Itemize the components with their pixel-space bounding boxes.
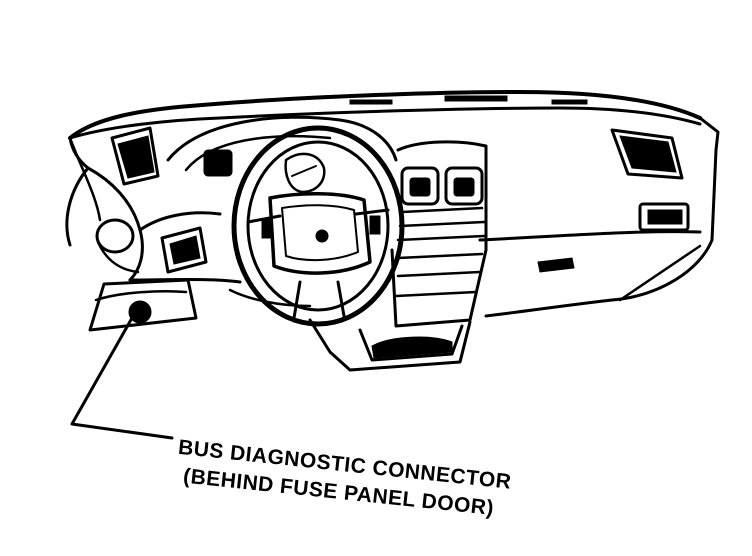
callout-label: BUS DIAGNOSTIC CONNECTOR (BEHIND FUSE PA… [177, 436, 512, 520]
diagnostic-connector-marker [128, 300, 152, 324]
passenger-dash [478, 148, 718, 318]
left-pillar [65, 136, 144, 282]
lower-console [228, 288, 472, 372]
callout-leader-line [70, 316, 174, 440]
left-upper-vent [110, 126, 160, 186]
right-upper-vent [610, 128, 684, 180]
instrument-cluster [166, 115, 398, 194]
defroster-slots [349, 95, 588, 105]
right-lower-vent [638, 202, 690, 232]
dash-front-face [88, 211, 242, 332]
fuse-panel-door [94, 290, 188, 302]
dash-top-outline [68, 90, 720, 152]
center-stack [390, 140, 488, 328]
steering-wheel [231, 125, 405, 327]
left-lower-vent [160, 226, 208, 274]
